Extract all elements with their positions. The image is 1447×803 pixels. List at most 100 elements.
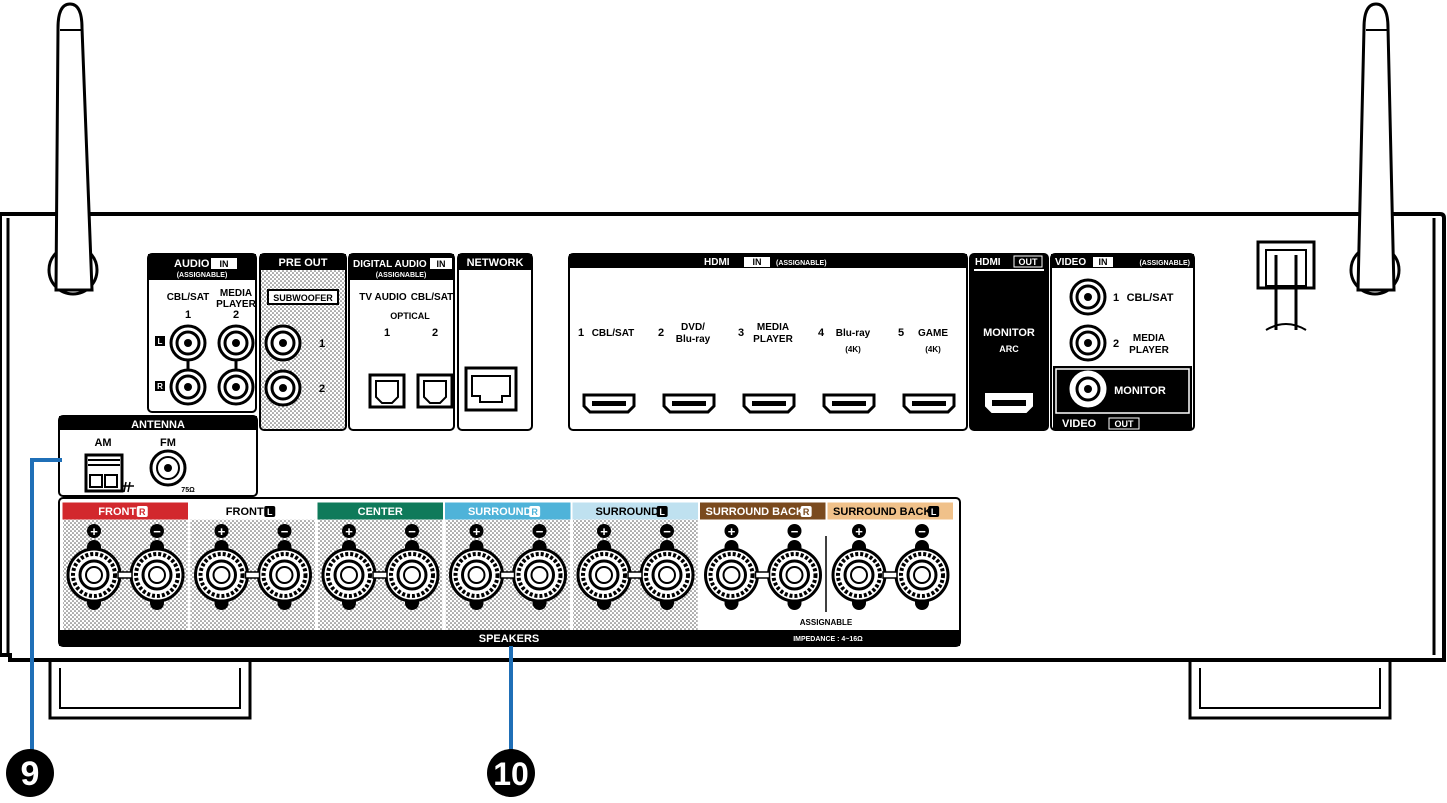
channel-side-letter: R [531, 507, 538, 517]
channel-name: FRONT [226, 506, 264, 518]
positive-terminal[interactable]: + [576, 524, 632, 610]
rca-jack[interactable] [217, 368, 255, 406]
video-in-jack-1[interactable] [1069, 278, 1107, 316]
audio-in-col2-label: MEDIA [220, 288, 252, 299]
antenna-title: ANTENNA [131, 419, 185, 431]
binding-post-center [850, 566, 868, 584]
binding-post-center [275, 566, 294, 584]
video-out-monitor-label: MONITOR [1114, 385, 1166, 397]
channel-name: SURROUND BACK [833, 506, 931, 518]
minus-icon [787, 524, 802, 538]
plus-icon [597, 524, 611, 538]
rca-jack[interactable] [169, 324, 207, 362]
channel-side-badge [264, 506, 276, 517]
fm-antenna-jack[interactable] [149, 449, 187, 487]
hdmi-out-tag: OUT [1019, 257, 1039, 267]
polarity-symbol: − [536, 524, 544, 539]
video-in-jack-2[interactable] [1069, 324, 1107, 362]
polarity-symbol: − [153, 524, 161, 539]
video-in-label-2b: PLAYER [1129, 345, 1169, 356]
hdmi-connector-pins [672, 401, 706, 406]
polarity-symbol: + [855, 524, 863, 539]
left-wifi-antenna [47, 2, 99, 296]
subwoofer-jack-2[interactable] [264, 369, 302, 407]
positive-terminal[interactable]: + [66, 524, 122, 610]
channel-side-letter: R [139, 507, 146, 517]
minus-icon [915, 524, 929, 538]
am-antenna-terminal[interactable] [84, 453, 134, 493]
pre-out-title: PRE OUT [279, 257, 328, 269]
polarity-symbol: − [281, 524, 289, 539]
plus-icon [214, 524, 229, 538]
binding-post-center [340, 566, 358, 584]
subwoofer-jack-1[interactable] [264, 324, 302, 362]
digital-audio-col2-label: CBL/SAT [411, 292, 454, 303]
channel-name: SURROUND [468, 506, 532, 518]
hdmi-in-title: HDMI [704, 257, 730, 268]
negative-terminal[interactable]: − [512, 524, 567, 610]
binding-post-center [785, 566, 804, 584]
channel-header-band [62, 502, 188, 520]
channel-header-band [700, 502, 826, 520]
polarity-symbol: − [791, 524, 799, 539]
negative-terminal[interactable]: − [257, 524, 312, 610]
hdmi-connector-pins [752, 401, 786, 406]
antenna-am-label: AM [94, 437, 111, 449]
channel-side-badge [529, 506, 541, 517]
video-in-num-2: 2 [1113, 338, 1119, 350]
polarity-symbol: − [408, 524, 416, 539]
plus-icon [342, 524, 356, 538]
polarity-symbol: − [663, 524, 671, 539]
positive-terminal[interactable]: + [831, 524, 887, 610]
callout-10-number: 10 [493, 756, 529, 792]
ethernet-port[interactable] [464, 366, 518, 412]
positive-terminal[interactable]: + [704, 524, 759, 610]
hdmi-out-section: HDMI OUT MONITOR ARC [969, 253, 1049, 431]
optical-port[interactable] [368, 373, 406, 409]
video-section: VIDEO IN (ASSIGNABLE) 1 CBL/SAT 2 MEDIA … [1050, 253, 1195, 431]
negative-terminal[interactable]: − [129, 524, 185, 610]
post-link-bar [882, 571, 898, 579]
channel-side-badge [656, 506, 668, 517]
binding-post-center [530, 566, 549, 584]
audio-in-col2-num: 2 [233, 309, 239, 321]
post-link-bar [499, 571, 516, 579]
digital-audio-col1-label: TV AUDIO [359, 292, 407, 303]
binding-post-center [212, 566, 231, 584]
hdmi-in-port-note: (4K) [925, 345, 941, 354]
digital-audio-in-section: DIGITAL AUDIO IN (ASSIGNABLE) TV AUDIO C… [348, 253, 455, 431]
positive-terminal[interactable]: + [321, 524, 377, 610]
optical-port[interactable] [416, 373, 454, 409]
video-out-title: VIDEO [1062, 418, 1097, 430]
video-in-title: VIDEO [1055, 257, 1086, 268]
rca-jack[interactable] [217, 324, 255, 362]
positive-terminal[interactable]: + [194, 524, 249, 610]
video-in-label-2a: MEDIA [1133, 333, 1165, 344]
hdmi-out-port[interactable] [985, 393, 1033, 413]
minus-icon [277, 524, 292, 538]
video-out-jack[interactable] [1069, 370, 1107, 408]
rca-jack[interactable] [169, 368, 207, 406]
polarity-symbol: + [90, 524, 98, 539]
binding-post-center [85, 566, 103, 584]
post-link-bar [244, 571, 261, 579]
callout-10: 10 [487, 646, 535, 797]
audio-in-col2-label-b: PLAYER [216, 299, 256, 310]
hdmi-in-port-note: (4K) [845, 345, 861, 354]
negative-terminal[interactable]: − [894, 524, 950, 610]
channel-header-band [190, 502, 316, 520]
digital-audio-optical-label: OPTICAL [390, 311, 430, 321]
channel-side-badge [800, 506, 812, 517]
channel-side-letter: L [659, 507, 665, 517]
post-link-bar [117, 571, 133, 579]
